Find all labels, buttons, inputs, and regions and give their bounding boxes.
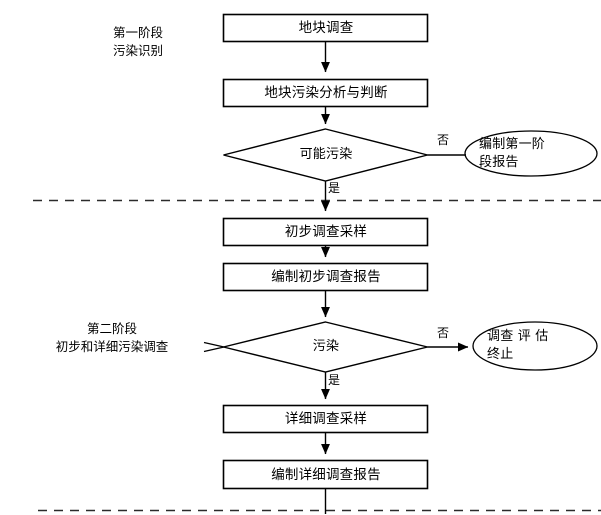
node-pollution-analysis-shape[interactable] xyxy=(222,78,429,108)
node-preliminary-sampling[interactable] xyxy=(223,218,429,247)
node-site-survey[interactable] xyxy=(223,14,429,43)
node-detailed-sampling[interactable] xyxy=(223,405,429,434)
stage-2-pointer-icon xyxy=(203,341,225,353)
edge-label-pollution-no: 否 xyxy=(437,326,450,340)
edge-label-pollution-yes: 是 xyxy=(328,373,341,387)
node-detailed-report[interactable] xyxy=(223,460,429,490)
edge-label-possible-pollution-yes: 是 xyxy=(328,181,341,195)
node-possible-pollution[interactable] xyxy=(223,129,429,182)
stage-2-label: 第二阶段 初步和详细污染调查 xyxy=(55,321,169,355)
node-pollution-analysis[interactable] xyxy=(223,79,429,108)
node-stage1-report-shape[interactable] xyxy=(464,130,598,177)
node-pollution[interactable] xyxy=(223,322,429,373)
node-survey-terminated[interactable] xyxy=(473,322,597,371)
node-stage1-report[interactable] xyxy=(465,131,597,177)
node-survey-terminated-shape[interactable] xyxy=(472,321,598,371)
node-preliminary-report[interactable] xyxy=(223,263,429,292)
stage-1-label: 第一阶段 污染识别 xyxy=(112,25,163,59)
edge-label-possible-pollution-no: 否 xyxy=(437,133,450,147)
node-preliminary-sampling-shape[interactable] xyxy=(222,217,429,247)
